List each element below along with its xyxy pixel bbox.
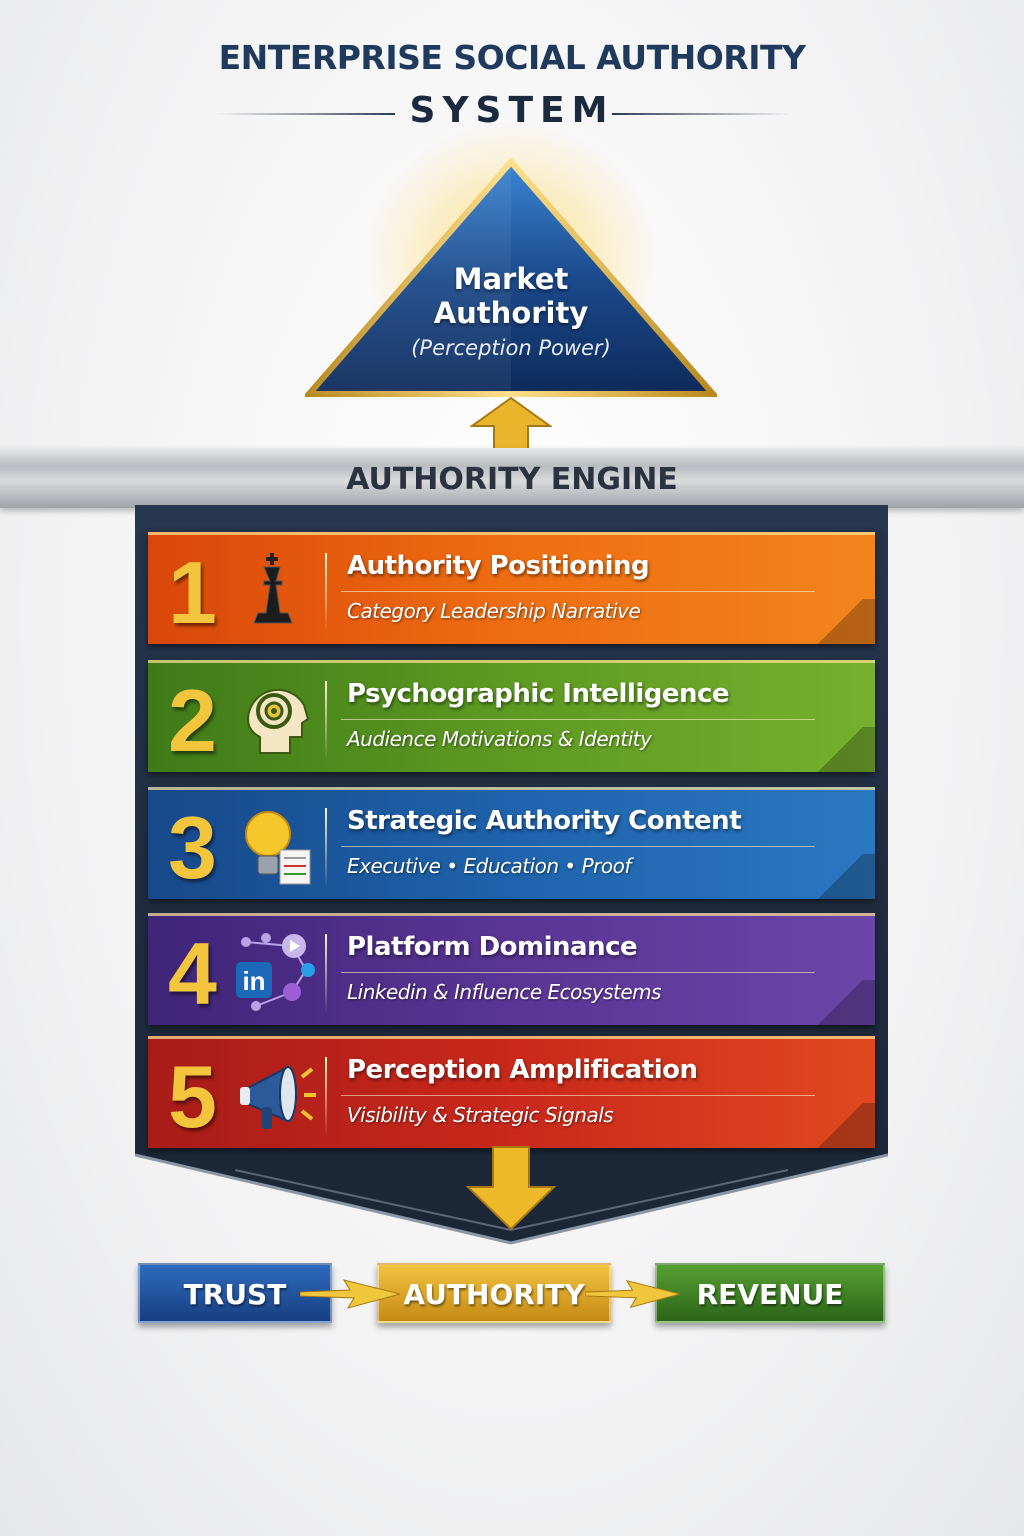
divider (325, 934, 327, 1014)
svg-text:in: in (242, 966, 265, 996)
pyramid-title-1: Market (453, 262, 569, 296)
divider-line (341, 972, 815, 973)
outcome-revenue: REVENUE (655, 1263, 885, 1323)
pyramid-label: Market Authority (Perception Power) (361, 262, 661, 360)
title-line-1: ENTERPRISE SOCIAL AUTHORITY (218, 38, 806, 77)
divider-line (341, 719, 815, 720)
step-subtitle: Audience Motivations & Identity (347, 727, 652, 751)
step-title: Perception Amplification (347, 1055, 698, 1085)
divider (325, 553, 327, 633)
step-subtitle: Executive • Education • Proof (347, 854, 631, 878)
authority-engine-label: AUTHORITY ENGINE (346, 462, 678, 497)
step-number: 2 (168, 671, 217, 770)
step-title: Psychographic Intelligence (347, 679, 730, 709)
chess-king-icon (253, 553, 293, 624)
divider-line (341, 1095, 815, 1096)
step-subtitle: Category Leadership Narrative (347, 599, 641, 623)
step-5-bar: 5 Perception Amplification Visibility & … (148, 1036, 875, 1148)
page-curl (805, 854, 875, 899)
megaphone-icon (240, 1065, 316, 1129)
page-curl (805, 599, 875, 644)
pyramid-title-2: Authority (433, 296, 589, 330)
lightning-arrow-icon (300, 1279, 400, 1309)
arrow-up-icon (470, 396, 552, 452)
step-1-bar: 1 Authority Positioning Category Leaders… (148, 532, 875, 644)
head-target-icon (246, 688, 310, 754)
lightbulb-document-icon (245, 811, 311, 885)
step-number: 4 (168, 924, 217, 1023)
page-curl (805, 727, 875, 772)
linkedin-network-icon: in (236, 933, 315, 1011)
divider-line (341, 846, 815, 847)
step-number: 5 (168, 1047, 217, 1146)
step-subtitle: Linkedin & Influence Ecosystems (347, 980, 662, 1004)
step-title: Strategic Authority Content (347, 806, 742, 836)
pyramid-market-authority (305, 158, 717, 397)
pyramid-subtitle: (Perception Power) (411, 336, 611, 360)
divider (325, 1057, 327, 1137)
page-curl (805, 980, 875, 1025)
step-title: Authority Positioning (347, 551, 650, 581)
step-subtitle: Visibility & Strategic Signals (347, 1103, 614, 1127)
lightning-arrow-icon (585, 1279, 680, 1309)
authority-engine-banner: AUTHORITY ENGINE (0, 448, 1024, 508)
step-3-bar: 3 Strategic Authority Content Executive … (148, 787, 875, 899)
title-divider-left (215, 113, 395, 115)
step-number: 3 (168, 798, 217, 897)
arrow-down-icon (466, 1146, 556, 1231)
step-title: Platform Dominance (347, 932, 638, 962)
page-curl (805, 1103, 875, 1148)
step-4-bar: 4 in Platform Dominance Linkedin & Influ… (148, 913, 875, 1025)
divider (325, 808, 327, 888)
step-number: 1 (168, 543, 217, 642)
divider (325, 681, 327, 761)
step-2-bar: 2 Psychographic Intelligence Audience Mo… (148, 660, 875, 772)
outcome-authority: AUTHORITY (377, 1263, 611, 1323)
divider-line (341, 591, 815, 592)
